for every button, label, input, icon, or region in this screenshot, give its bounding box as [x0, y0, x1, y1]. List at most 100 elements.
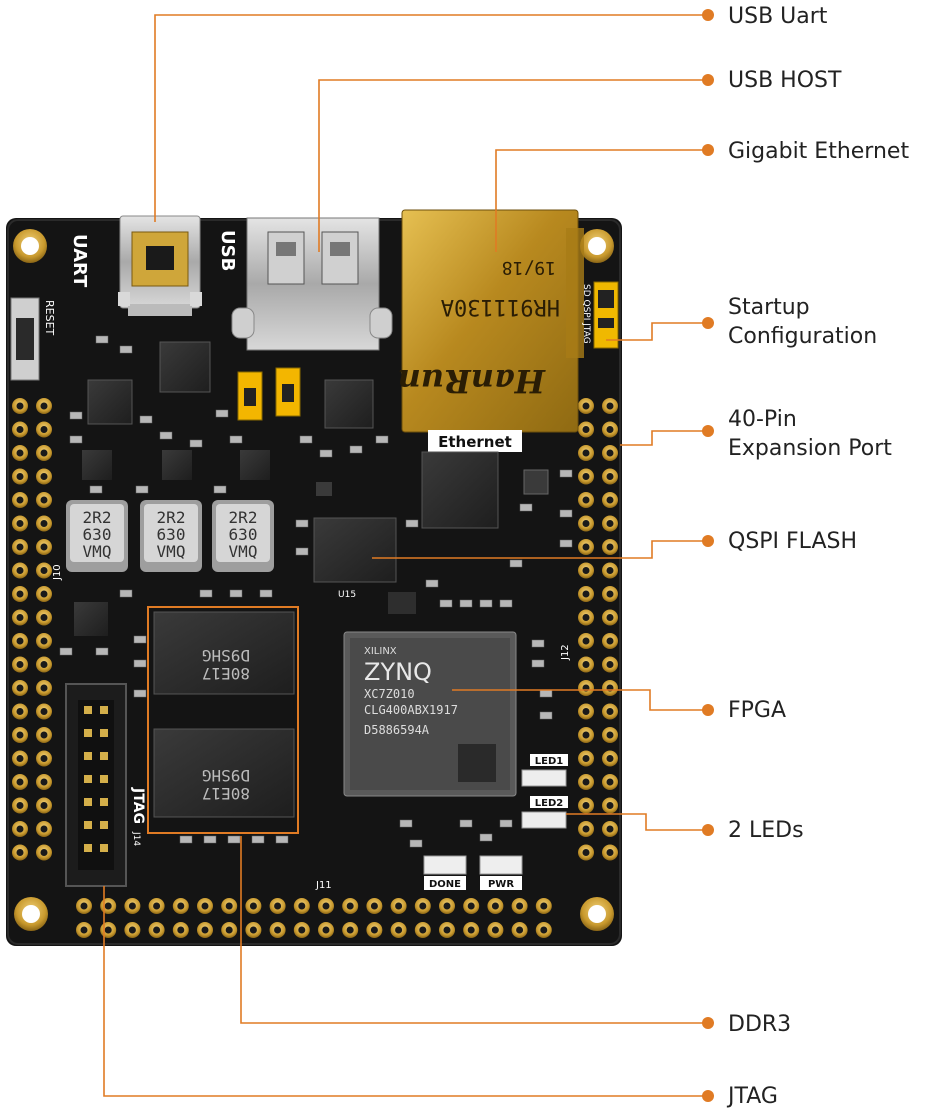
callout-line — [154, 14, 708, 222]
callout-dot — [702, 9, 714, 21]
pwr-label: PWR — [488, 879, 514, 890]
jtag-pin — [84, 729, 92, 737]
smd-component — [133, 635, 147, 644]
smd-component — [375, 435, 389, 444]
smd-component — [69, 435, 83, 444]
smd-component — [199, 589, 213, 598]
jumpers — [237, 367, 301, 421]
smd-component — [69, 411, 83, 420]
callout-line — [495, 149, 708, 252]
inductor-marking: VMQ — [157, 542, 186, 561]
inductor-marking: 630 — [83, 525, 112, 544]
fpga-package: CLG400ABX1917 — [364, 703, 458, 717]
usb-silk-label: USB — [217, 230, 238, 271]
rj45-date-code: 19/18 — [502, 257, 556, 278]
passive-components — [59, 335, 573, 848]
smd-component — [215, 409, 229, 418]
ddr-chip1-code2: D9SHG — [202, 646, 250, 665]
callout-lines — [103, 14, 708, 1097]
callout-usb-host: USB HOST — [728, 68, 842, 93]
smd-component — [139, 415, 153, 424]
smd-component — [275, 835, 289, 844]
callout-fpga: FPGA — [728, 698, 787, 723]
smd-component — [519, 503, 533, 512]
jtag-pin — [84, 775, 92, 783]
smd-component — [299, 435, 313, 444]
callout-dot — [702, 535, 714, 547]
fpga-logo: ZYNQ — [364, 658, 432, 686]
smd-component — [559, 539, 573, 548]
u15-silk-label: U15 — [338, 590, 356, 600]
jtag-silk-label: JTAG — [130, 787, 146, 824]
smd-component — [59, 647, 73, 656]
smd-component — [189, 439, 203, 448]
callout-line — [452, 689, 708, 711]
smd-component — [133, 659, 147, 668]
led2-label: LED2 — [535, 798, 564, 809]
smd-component — [227, 835, 241, 844]
inductor-marking: VMQ — [83, 542, 112, 561]
svg-text:Ethernet: Ethernet — [438, 433, 512, 451]
callout-leds: 2 LEDs — [728, 818, 804, 843]
smd-component — [559, 509, 573, 518]
jtag-connector: JTAG J14 — [65, 683, 146, 887]
smd-component — [159, 431, 173, 440]
smd-component — [531, 659, 545, 668]
smd-component — [499, 599, 513, 608]
smd-component — [509, 559, 523, 568]
callout-gigabit-ethernet: Gigabit Ethernet — [728, 139, 910, 164]
smd-component — [459, 599, 473, 608]
j14-silk-label: J14 — [131, 831, 141, 846]
smd-component — [203, 835, 217, 844]
smd-component — [439, 599, 453, 608]
smd-component — [479, 599, 493, 608]
smd-component — [119, 345, 133, 354]
jtag-pin — [100, 844, 108, 852]
fpga-brand: XILINX — [364, 646, 397, 657]
smd-component — [499, 819, 513, 828]
usb-host-connector — [231, 217, 393, 351]
jtag-pin — [84, 798, 92, 806]
led1-label: LED1 — [535, 756, 564, 767]
smd-component — [559, 469, 573, 478]
callout-dot — [702, 1090, 714, 1102]
jtag-pin — [84, 752, 92, 760]
ethernet-rj45-connector: HR911130A HanRun 19/18 — [398, 209, 584, 433]
startup-config-jumper: SD QSPI JTAG — [581, 281, 619, 349]
startup-silk-text: SD QSPI JTAG — [581, 284, 591, 344]
jtag-pin — [100, 798, 108, 806]
smd-component — [405, 519, 419, 528]
qspi-flash-chip: U15 — [313, 517, 397, 600]
smd-component — [295, 519, 309, 528]
inductor-marking: VMQ — [229, 542, 258, 561]
callout-line — [318, 79, 708, 252]
rj45-brand: HanRun — [398, 362, 546, 400]
j12-silk-label: J12 — [560, 644, 571, 661]
smd-component — [135, 485, 149, 494]
smd-component — [425, 579, 439, 588]
smd-component — [133, 689, 147, 698]
expansion-header-left — [12, 398, 52, 861]
jtag-pin — [100, 706, 108, 714]
callout-dot — [702, 704, 714, 716]
smd-component — [295, 547, 309, 556]
jtag-pin — [84, 844, 92, 852]
callout-dot — [702, 1017, 714, 1029]
smd-component — [213, 485, 227, 494]
smd-component — [89, 485, 103, 494]
ddr3-region: 80E17 D9SHG 80E17 D9SHG — [147, 606, 299, 834]
smd-component — [399, 819, 413, 828]
callout-line — [240, 836, 708, 1024]
j10-silk-label: J10 — [52, 564, 63, 581]
ddr-chip2-code: 80E17 — [202, 784, 250, 803]
jtag-pin — [100, 775, 108, 783]
smd-component — [539, 689, 553, 698]
inductor-marking: 630 — [229, 525, 258, 544]
smd-component — [259, 589, 273, 598]
callout-dot — [702, 317, 714, 329]
inductor-marking: 2R2 — [157, 508, 186, 527]
jtag-pin — [84, 821, 92, 829]
